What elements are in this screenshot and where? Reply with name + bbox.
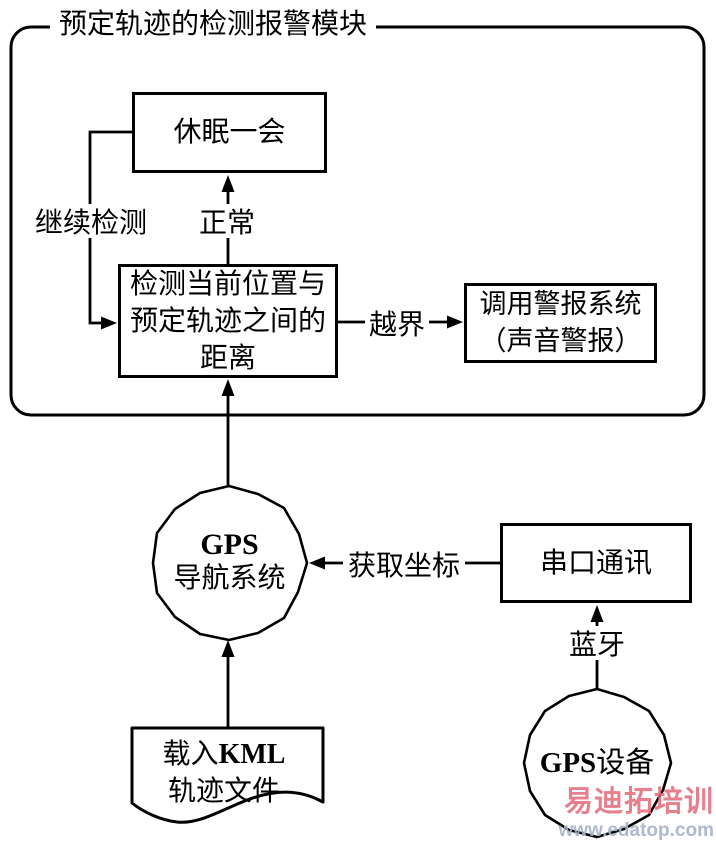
serial-box-label: 串口通讯 [539, 547, 652, 579]
gps-device-bold: GPS [539, 747, 597, 779]
gps-device-text: GPS设备 [540, 746, 654, 780]
sleep-box: 休眠一会 [132, 92, 327, 173]
edge-label-bluetooth: 蓝牙 [567, 626, 627, 661]
gps-device-rest: 设备 [596, 747, 655, 779]
watermark-brand: 易迪拓培训 [563, 786, 714, 818]
arrow-normal-head [221, 175, 235, 192]
gps-device-label: GPS设备 [519, 746, 675, 780]
kml-line1-bold: KML [218, 739, 286, 770]
edge-label-cross-boundary: 越界 [365, 306, 429, 341]
detect-box-line2: 预定轨迹之间的 [129, 305, 326, 337]
kml-document-label: 载入KML 轨迹文件 [140, 736, 308, 810]
serial-box: 串口通讯 [500, 523, 692, 603]
arrow-kml-gpsnav-head [221, 640, 235, 657]
gps-nav-subtitle: 导航系统 [173, 563, 286, 594]
detect-box-line1: 检测当前位置与 [129, 268, 326, 300]
arrow-gpsnav-detect-head [221, 379, 235, 396]
kml-line1: 载入KML [140, 736, 308, 773]
sleep-box-label: 休眠一会 [173, 117, 286, 148]
edge-label-normal: 正常 [197, 204, 257, 239]
edge-label-get-coordinates: 获取坐标 [343, 547, 465, 582]
arrow-coords-head [309, 556, 325, 570]
watermark: 易迪拓培训 www.edatop.com [538, 786, 714, 841]
detect-box: 检测当前位置与 预定轨迹之间的 距离 [118, 264, 338, 378]
gps-device-circle [522, 687, 673, 839]
kml-line2: 轨迹文件 [167, 776, 280, 807]
gps-nav-circle [151, 484, 309, 642]
alarm-box-line2: （声音警报） [479, 326, 642, 356]
edge-label-continue-detect: 继续检测 [30, 204, 152, 239]
watermark-url: www.edatop.com [558, 820, 714, 841]
kml-document-shape [130, 726, 325, 824]
alarm-box-line1: 调用警报系统 [479, 289, 642, 319]
module-title: 预定轨迹的检测报警模块 [50, 4, 376, 40]
detect-box-line3: 距离 [199, 342, 256, 374]
gps-nav-title: GPS [200, 528, 259, 561]
arrow-bluetooth-head [590, 605, 604, 622]
arrow-continue-head [101, 316, 117, 330]
arrow-cross-head [447, 315, 463, 329]
gps-nav-label: GPS 导航系统 [152, 528, 307, 596]
kml-line1-prefix: 载入 [162, 739, 219, 770]
alarm-box: 调用警报系统 （声音警报） [464, 283, 657, 363]
